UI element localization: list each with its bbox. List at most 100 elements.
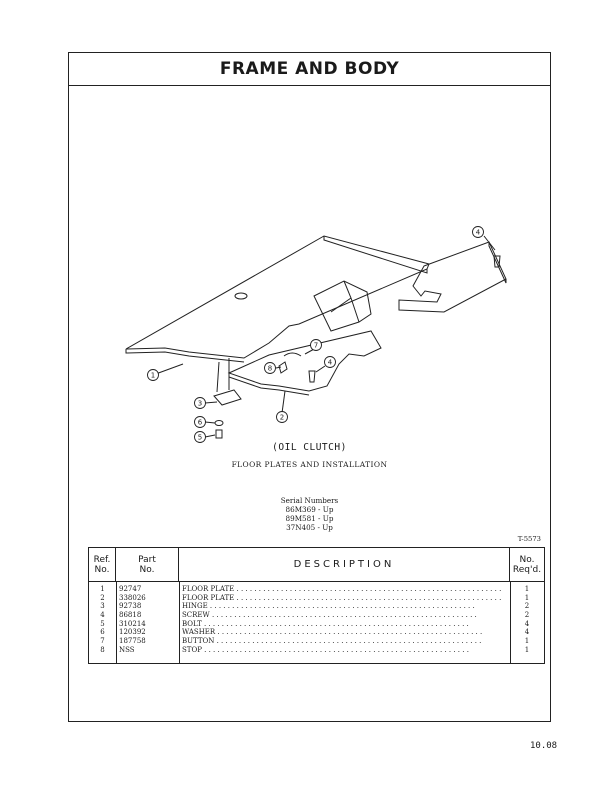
callout-5: 5 bbox=[194, 431, 206, 443]
callout-7-label: 7 bbox=[314, 342, 318, 350]
table-row: 2 338026 FLOOR PLATE . . . . . . . . . . .… bbox=[89, 594, 544, 603]
callout-8: 8 bbox=[264, 362, 276, 374]
cell-description: STOP . . . . . . . . . . . . . . . . . .… bbox=[182, 645, 469, 654]
parts-table: Ref. No. Part No. DESCRIPTION No. Req'd.… bbox=[88, 547, 545, 664]
cell-ref: 8 bbox=[100, 645, 105, 654]
cell-part: 86818 bbox=[119, 611, 142, 620]
callout-8-label: 8 bbox=[268, 365, 272, 373]
callout-4-lower-label: 4 bbox=[328, 359, 333, 367]
callout-1: 1 bbox=[147, 369, 159, 381]
callout-4-upper-label: 4 bbox=[476, 229, 481, 237]
page-title: FRAME AND BODY bbox=[219, 59, 400, 79]
cell-part: 187758 bbox=[119, 637, 146, 646]
screw-lower bbox=[308, 370, 316, 383]
button-part bbox=[283, 352, 302, 357]
cell-ref: 6 bbox=[100, 628, 105, 637]
cell-description: SCREW . . . . . . . . . . . . . . . . . … bbox=[182, 611, 477, 620]
serial-heading: Serial Numbers bbox=[280, 496, 339, 505]
title-bar: FRAME AND BODY bbox=[69, 53, 550, 86]
column-divider bbox=[116, 581, 117, 663]
callout-6: 6 bbox=[194, 416, 206, 428]
cell-part: 338026 bbox=[119, 593, 146, 602]
cell-description: BOLT . . . . . . . . . . . . . . . . . .… bbox=[182, 619, 469, 628]
cell-qty: 4 bbox=[524, 628, 530, 637]
cell-ref: 1 bbox=[100, 585, 105, 593]
cell-description: WASHER . . . . . . . . . . . . . . . . .… bbox=[182, 628, 483, 637]
cell-part: 120392 bbox=[119, 628, 146, 637]
header-description: DESCRIPTION bbox=[179, 548, 510, 581]
header-qty-line2: Req'd. bbox=[512, 564, 542, 575]
table-row: 7 187758 BUTTON . . . . . . . . . . . . . … bbox=[89, 637, 544, 646]
table-row: 8 NSS STOP . . . . . . . . . . . . . . . .… bbox=[89, 646, 544, 655]
cell-part: NSS bbox=[119, 645, 135, 654]
table-row: 1 92747 FLOOR PLATE . . . . . . . . . . . … bbox=[89, 585, 544, 594]
floor-plates-diagram: 1 2 3 4 4 5 6 7 8 bbox=[125, 226, 507, 443]
callout-2: 2 bbox=[276, 411, 288, 423]
callout-1-label: 1 bbox=[151, 372, 155, 380]
cell-ref: 4 bbox=[100, 611, 105, 620]
table-row: 4 86818 SCREW . . . . . . . . . . . . . . … bbox=[89, 611, 544, 620]
plate-hole bbox=[234, 292, 248, 300]
stop-part bbox=[278, 361, 288, 374]
header-ref: Ref. No. bbox=[89, 548, 116, 581]
cell-description: BUTTON . . . . . . . . . . . . . . . . .… bbox=[182, 637, 482, 646]
header-divider bbox=[89, 581, 544, 582]
serial-line: 37N405 - Up bbox=[286, 523, 333, 532]
washer-part bbox=[214, 420, 224, 426]
cell-ref: 3 bbox=[100, 602, 105, 611]
bolt-part bbox=[215, 429, 223, 439]
floor-plate-right bbox=[398, 241, 507, 313]
serial-numbers: Serial Numbers 86M369 - Up 89M581 - Up 3… bbox=[69, 496, 550, 532]
callout-5-label: 5 bbox=[198, 434, 202, 442]
serial-line: 89M581 - Up bbox=[285, 514, 334, 523]
column-divider bbox=[510, 581, 511, 663]
tunnel-cover bbox=[313, 280, 372, 332]
drawing-number: T-5573 bbox=[517, 535, 541, 543]
cell-description: FLOOR PLATE . . . . . . . . . . . . . . … bbox=[182, 593, 502, 602]
cell-part: 310214 bbox=[119, 619, 146, 628]
hinge-3 bbox=[213, 389, 242, 406]
column-divider bbox=[179, 581, 180, 663]
floor-plate-1 bbox=[125, 235, 430, 359]
table-row: 5 310214 BOLT . . . . . . . . . . . . . . … bbox=[89, 620, 544, 629]
cell-ref: 7 bbox=[100, 637, 105, 646]
cell-part: 92747 bbox=[119, 585, 142, 593]
header-description-label: DESCRIPTION bbox=[293, 558, 395, 570]
cell-qty: 1 bbox=[524, 645, 530, 654]
callout-3-label: 3 bbox=[198, 400, 202, 408]
header-qty: No. Req'd. bbox=[510, 548, 544, 581]
screw-upper bbox=[493, 255, 501, 268]
table-row: 6 120392 WASHER . . . . . . . . . . . . . … bbox=[89, 628, 544, 637]
cell-qty: 1 bbox=[524, 585, 530, 593]
callout-6-label: 6 bbox=[198, 419, 203, 427]
header-part-line2: No. bbox=[139, 564, 155, 575]
cell-qty: 1 bbox=[524, 637, 530, 646]
cell-qty: 2 bbox=[524, 611, 530, 620]
cell-qty: 2 bbox=[524, 602, 530, 611]
header-qty-line1: No. bbox=[519, 554, 535, 565]
header-ref-line1: Ref. bbox=[93, 554, 111, 565]
callout-2-label: 2 bbox=[280, 414, 284, 422]
page-frame: FRAME AND BODY bbox=[68, 52, 551, 722]
header-part-line1: Part bbox=[138, 554, 156, 565]
callout-4-upper: 4 bbox=[472, 226, 484, 238]
diagram-caption: (OIL CLUTCH) bbox=[272, 442, 347, 453]
page-number: 10.08 bbox=[530, 741, 558, 751]
callout-3: 3 bbox=[194, 397, 206, 409]
diagram-subcaption: FLOOR PLATES AND INSTALLATION bbox=[231, 460, 388, 469]
cell-qty: 1 bbox=[524, 593, 530, 602]
cell-part: 92738 bbox=[119, 602, 142, 611]
cell-ref: 5 bbox=[100, 619, 105, 628]
header-ref-line2: No. bbox=[94, 564, 110, 575]
table-row: 3 92738 HINGE . . . . . . . . . . . . . . … bbox=[89, 602, 544, 611]
cell-description: FLOOR PLATE . . . . . . . . . . . . . . … bbox=[182, 585, 502, 593]
header-part: Part No. bbox=[116, 548, 179, 581]
callout-7: 7 bbox=[310, 339, 322, 351]
cell-description: HINGE . . . . . . . . . . . . . . . . . … bbox=[182, 602, 475, 611]
cell-ref: 2 bbox=[100, 593, 105, 602]
serial-line: 86M369 - Up bbox=[285, 505, 334, 514]
callout-4-lower: 4 bbox=[324, 356, 336, 368]
cell-qty: 4 bbox=[524, 619, 530, 628]
floor-plate-2 bbox=[227, 330, 382, 392]
